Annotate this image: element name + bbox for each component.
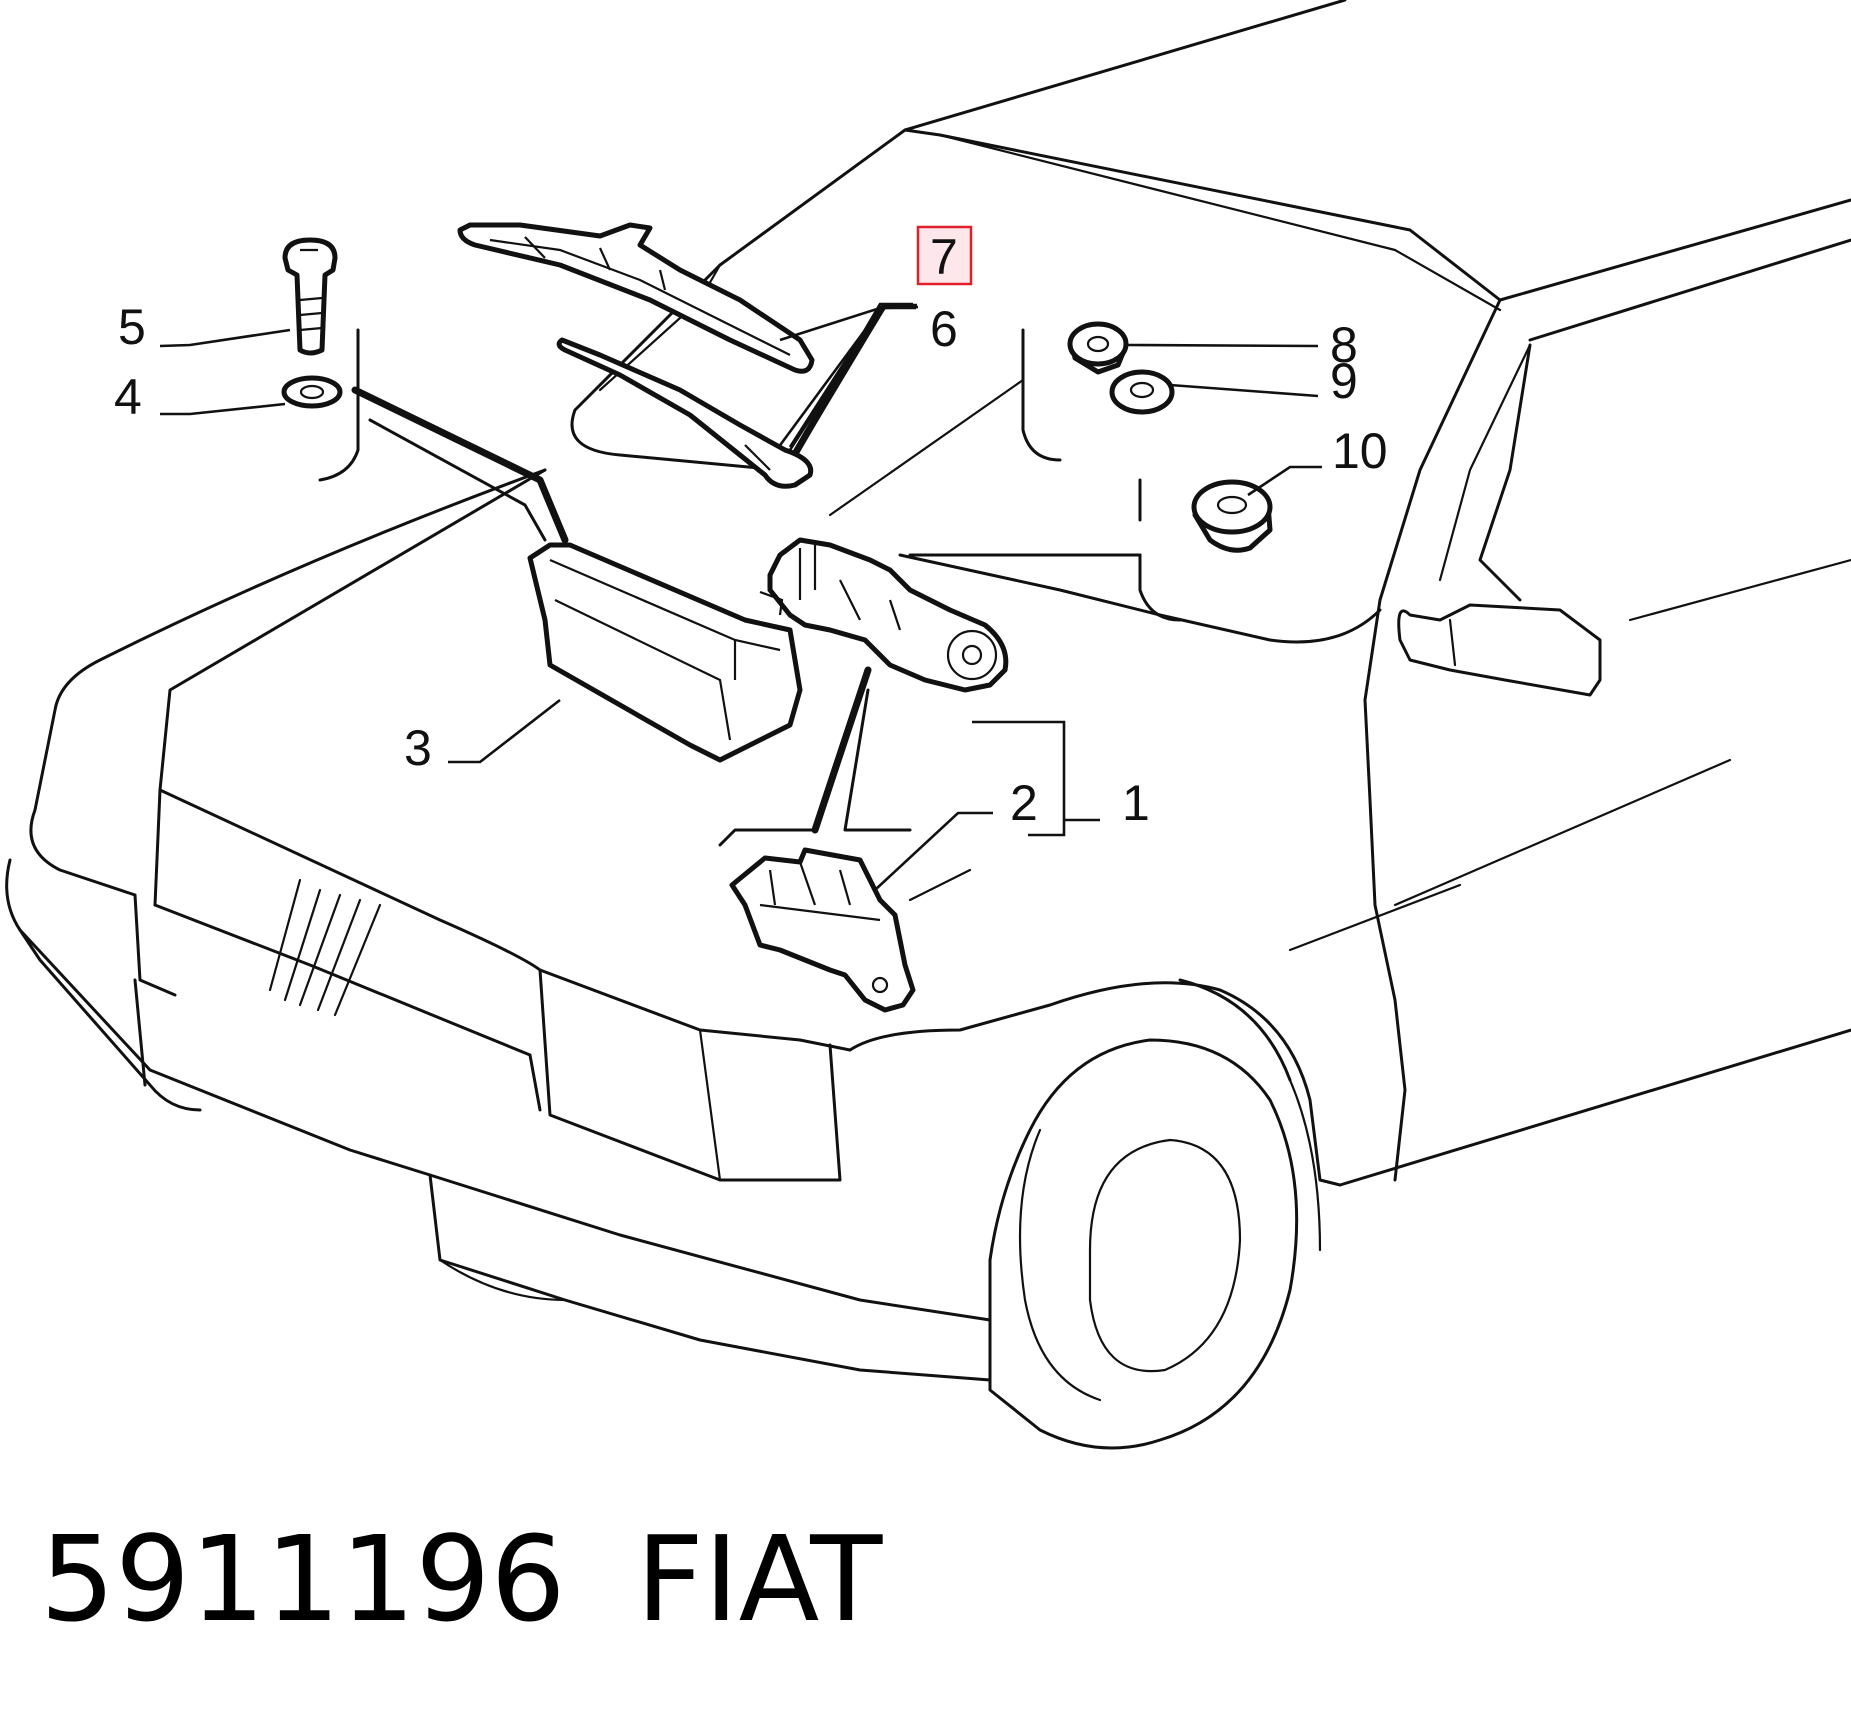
callout-7-highlight-box	[916, 225, 973, 286]
callout-2[interactable]: 2	[1010, 775, 1038, 831]
bolt-part-5	[282, 237, 338, 356]
callout-4[interactable]: 4	[114, 369, 142, 425]
grommet-part-10	[1191, 479, 1273, 553]
brand-name: FIAT	[636, 1510, 883, 1648]
callout-1[interactable]: 1	[1122, 775, 1150, 831]
washer-part-9	[1109, 369, 1175, 415]
cover-part-3	[527, 542, 803, 763]
callout-9[interactable]: 9	[1330, 353, 1358, 409]
callout-6[interactable]: 6	[930, 301, 958, 357]
wiper-blade-part-7	[457, 222, 815, 374]
wiper-arm-part-6	[556, 337, 814, 489]
car-body-outline	[5, 0, 1851, 1450]
relay-part-2	[729, 847, 916, 1013]
washer-part-4	[281, 375, 343, 409]
callout-labels: 5 4 3 6 8 9 10 2 1 7	[114, 225, 1388, 831]
callout-8[interactable]: 8	[1330, 317, 1358, 373]
callout-10[interactable]: 10	[1332, 423, 1388, 479]
callout-5[interactable]: 5	[118, 299, 146, 355]
wiper-motor-part-1	[759, 537, 1009, 693]
assembly-brackets	[318, 328, 1182, 902]
nut-part-8	[1067, 321, 1129, 375]
callout-7[interactable]: 7	[930, 229, 958, 285]
callout-3[interactable]: 3	[404, 720, 432, 776]
part-number: 5911196	[40, 1510, 566, 1648]
leader-lines	[159, 302, 1322, 891]
